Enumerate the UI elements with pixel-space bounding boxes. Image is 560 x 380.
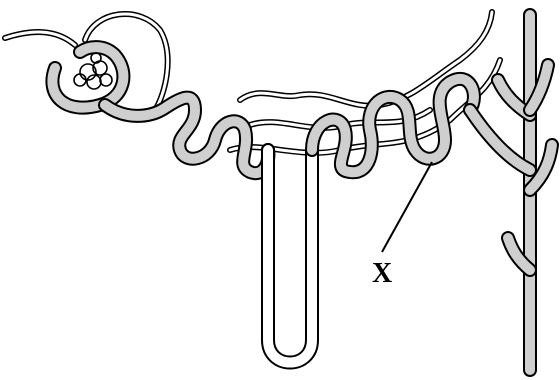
proximal-tubule: [105, 98, 268, 174]
collecting-duct: [470, 15, 552, 370]
label-pointer: [382, 162, 432, 252]
afferent-arteriole: [5, 32, 75, 45]
label-x: X: [372, 258, 392, 290]
loop-of-henle: [268, 150, 312, 363]
distal-tubule: [312, 79, 474, 172]
